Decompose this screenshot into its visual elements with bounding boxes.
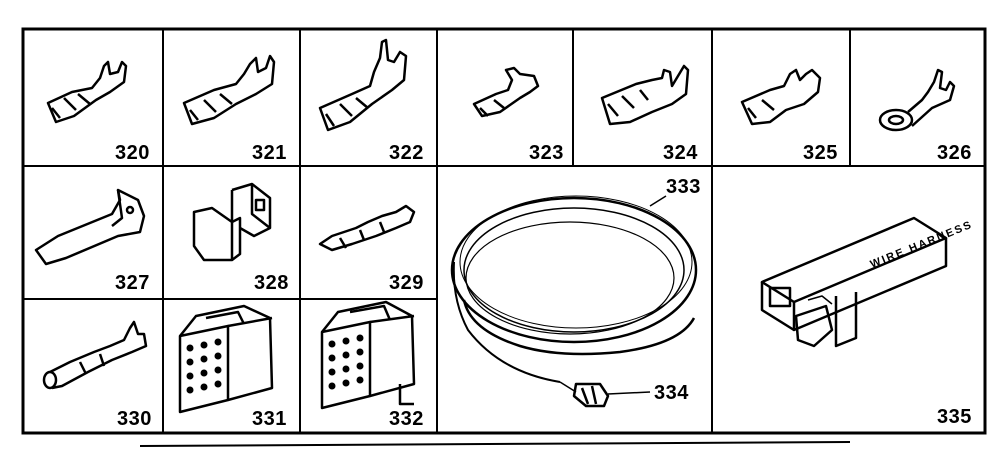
terminal-325-drawing — [740, 68, 822, 126]
terminal-330-drawing — [42, 320, 148, 390]
terminal-327-drawing — [34, 188, 146, 266]
part-number-333: 333 — [666, 176, 701, 198]
part-number-320: 320 — [115, 142, 150, 164]
harness-box-text: WIRE HARNESS — [869, 219, 975, 271]
connector-331-drawing — [178, 304, 274, 414]
terminal-320-drawing — [46, 60, 128, 124]
wire-end-334-drawing — [572, 382, 651, 408]
part-number-322: 322 — [389, 142, 424, 164]
part-number-325: 325 — [803, 142, 838, 164]
part-number-326: 326 — [937, 142, 972, 164]
terminal-328-drawing — [192, 182, 272, 262]
terminal-324-drawing — [600, 64, 690, 126]
part-number-328: 328 — [254, 272, 289, 294]
part-number-331: 331 — [252, 408, 287, 430]
harness-box-335-drawing — [760, 216, 948, 348]
bottom-rule — [139, 441, 851, 447]
part-number-330: 330 — [117, 408, 152, 430]
part-number-335: 335 — [937, 406, 972, 428]
part-number-324: 324 — [663, 142, 698, 164]
terminal-326-drawing — [878, 68, 956, 132]
part-number-327: 327 — [115, 272, 150, 294]
part-number-323: 323 — [529, 142, 564, 164]
outer-frame — [21, 27, 987, 435]
terminal-322-drawing — [318, 38, 408, 132]
terminal-329-drawing — [318, 204, 416, 252]
part-number-332: 332 — [389, 408, 424, 430]
wire-coil-333-drawing — [450, 195, 698, 393]
terminal-323-drawing — [472, 66, 540, 118]
connector-332-drawing — [320, 300, 416, 410]
part-number-334: 334 — [654, 382, 689, 404]
part-number-321: 321 — [252, 142, 287, 164]
terminal-321-drawing — [182, 54, 276, 126]
part-number-329: 329 — [389, 272, 424, 294]
